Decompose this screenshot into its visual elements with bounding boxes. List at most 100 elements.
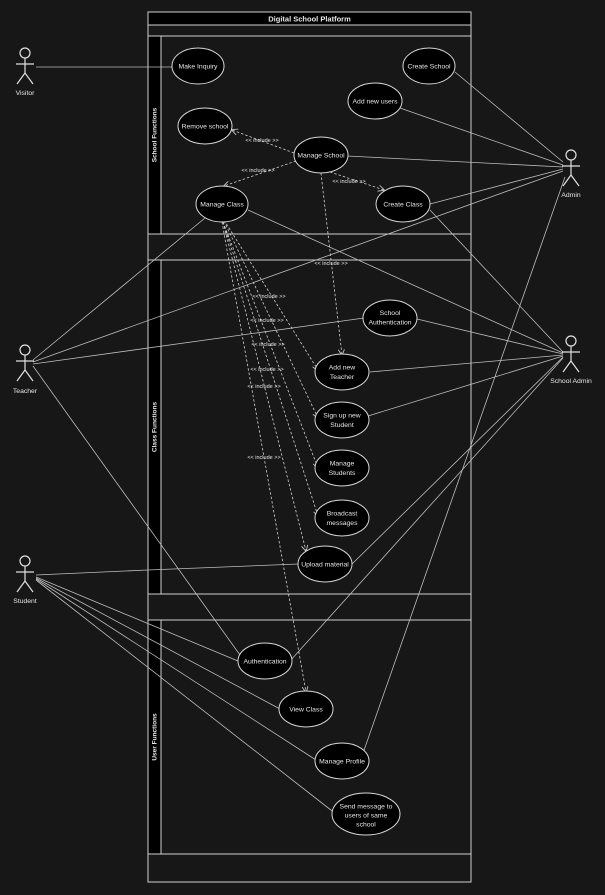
assoc-student-package	[35, 569, 149, 576]
assoc-student-manage-profile	[35, 578, 317, 761]
use-case-upload-material[interactable]: Upload material	[297, 545, 353, 583]
use-case-label: Manage Profile	[319, 759, 365, 766]
assoc-admin-create-class	[429, 168, 564, 205]
use-case-label: Add new	[329, 365, 356, 372]
use-case-view-class[interactable]: View Class	[278, 690, 334, 728]
actor-icon	[562, 149, 580, 187]
incl-manage-school-create-class	[329, 171, 384, 190]
use-case-authentication[interactable]: Authentication	[237, 642, 293, 680]
use-case-label: users of same	[345, 813, 388, 820]
assoc-schooladmin-school-auth	[416, 318, 564, 355]
include-label: << include >>	[245, 138, 278, 144]
assoc-teacher-authentication	[32, 365, 241, 656]
package-class-functions	[147, 259, 472, 595]
include-relations	[221, 130, 384, 692]
assoc-schooladmin-create-class	[429, 209, 564, 353]
use-case-label: Manage School	[297, 153, 345, 160]
include-label: << include >>	[251, 342, 284, 348]
use-case-sign-up-new-student[interactable]: Sign up new Student	[314, 401, 370, 439]
use-case-label: Make Inquiry	[179, 64, 219, 71]
use-case-label: messages	[327, 520, 359, 527]
associations	[32, 66, 566, 815]
incl-manage-school-remove-school	[232, 130, 295, 154]
include-label: << include >>	[247, 384, 280, 390]
incl-manage-class-view-class	[221, 221, 306, 692]
assoc-schooladmin-authentication	[289, 357, 564, 662]
use-case-label: Broadcast	[327, 511, 358, 518]
use-case-label: Send message to	[340, 804, 393, 811]
use-case-label: Authentication	[368, 320, 411, 327]
use-case-label: Authentication	[243, 659, 286, 666]
use-case-school-authentication[interactable]: School Authentication	[362, 299, 418, 337]
use-case-send-message[interactable]: Send message to users of same school	[331, 792, 401, 836]
use-case-add-new-users[interactable]: Add new users	[347, 82, 403, 120]
assoc-admin-add-new-users	[399, 107, 564, 166]
use-case-make-inquiry[interactable]: Make Inquiry	[171, 47, 225, 85]
use-case-create-school[interactable]: Create School	[402, 47, 456, 85]
use-case-broadcast-messages[interactable]: Broadcast messages	[314, 499, 370, 537]
actor-icon	[16, 47, 34, 85]
use-case-manage-profile[interactable]: Manage Profile	[314, 742, 370, 780]
incl-manage-school-manage-class	[224, 160, 297, 186]
package-user-functions-sidebar	[147, 619, 162, 855]
assoc-admin-manage-profile	[361, 176, 566, 757]
use-case-label: View Class	[289, 707, 323, 714]
package-class-functions-label: Class Functions	[152, 402, 159, 453]
use-case-create-class[interactable]: Create Class	[375, 185, 431, 223]
incl-manage-class-broadcast	[222, 221, 318, 516]
actor-school-admin[interactable]: School Admin	[550, 335, 592, 385]
assoc-teacher-manage-class	[32, 217, 206, 361]
assoc-admin-create-school	[454, 71, 564, 163]
use-case-label: Sign up new	[323, 413, 361, 420]
use-case-add-new-teacher[interactable]: Add new Teacher	[314, 353, 370, 391]
incl-manage-class-manage-students	[222, 221, 318, 468]
assoc-schooladmin-upload-material	[350, 356, 564, 566]
use-case-label: Upload material	[301, 562, 349, 569]
use-case-label: Students	[329, 470, 356, 477]
assoc-student-view-class	[35, 577, 281, 710]
assoc-student-authentication	[35, 576, 239, 662]
package-school-functions-label: School Functions	[152, 107, 159, 162]
actor-admin[interactable]: Admin	[561, 149, 581, 199]
use-case-manage-students[interactable]: Manage Students	[314, 449, 370, 487]
package-user-functions-label: User Functions	[152, 713, 159, 761]
assoc-admin-manage-school	[346, 155, 564, 168]
actor-icon	[562, 335, 580, 373]
use-case-remove-school[interactable]: Remove school	[177, 107, 233, 145]
use-case-label: Student	[330, 422, 354, 429]
actor-label: Student	[13, 598, 37, 605]
actor-student[interactable]: Student	[13, 555, 37, 605]
use-case-manage-school[interactable]: Manage School	[293, 136, 349, 174]
actor-visitor[interactable]: Visitor	[16, 47, 35, 97]
include-label: << include >>	[314, 261, 347, 267]
assoc-schooladmin-add-teacher	[369, 354, 564, 373]
use-case-label: Create Class	[383, 202, 423, 209]
include-label: << include >>	[247, 455, 280, 461]
actor-icon	[16, 344, 34, 382]
include-label: << include >>	[250, 367, 283, 373]
assoc-student-send-message	[35, 579, 337, 815]
use-case-label: Teacher	[330, 374, 355, 381]
use-case-label: school	[356, 822, 376, 829]
assoc-teacher-create-class	[32, 170, 564, 363]
use-case-manage-class[interactable]: Manage Class	[195, 185, 249, 223]
use-case-label: Manage	[330, 461, 355, 468]
title-bar	[147, 11, 472, 26]
actor-icon	[16, 555, 34, 593]
use-case-label: Create School	[407, 64, 451, 71]
include-label: << include >>	[332, 179, 365, 185]
use-case-label: Remove school	[182, 124, 229, 131]
include-label: << include >>	[250, 318, 283, 324]
assoc-schooladmin-signup-student	[367, 355, 564, 417]
use-case-label: Manage Class	[200, 202, 244, 209]
actor-teacher[interactable]: Teacher	[13, 344, 38, 395]
incl-manage-school-add-teacher	[320, 172, 342, 355]
actor-label: Visitor	[16, 90, 35, 97]
use-case-label: School	[380, 310, 401, 317]
actor-label: Teacher	[13, 388, 38, 395]
package-user-functions	[147, 619, 472, 855]
package-school-functions-sidebar	[147, 35, 162, 235]
include-label: << include >>	[252, 294, 285, 300]
use-case-label: Add new users	[353, 99, 399, 106]
